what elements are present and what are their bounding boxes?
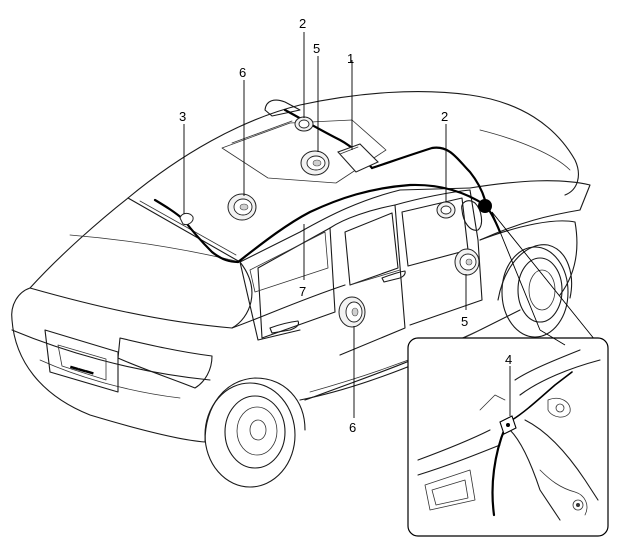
callout-4: 4: [505, 352, 512, 367]
rear-door-speaker: [338, 296, 366, 328]
callout-1: 1: [347, 51, 354, 66]
callout-5b: 5: [461, 314, 468, 329]
door-speaker-front: [454, 248, 480, 276]
leader-lines: [183, 32, 511, 418]
callout-labels: 1 2 2 3 4 5 5 6 6 7: [179, 16, 512, 435]
rear-speaker-top: [227, 193, 257, 221]
antenna-amp-module: [337, 143, 379, 173]
callout-6a: 6: [239, 65, 246, 80]
callout-6b: 6: [349, 420, 356, 435]
callout-7: 7: [299, 284, 306, 299]
callout-2b: 2: [441, 109, 448, 124]
callout-3: 3: [179, 109, 186, 124]
rear-glass-antenna-wire: [153, 183, 487, 264]
tweeter-speaker-front: [436, 201, 456, 219]
glass-antenna-terminal: [179, 212, 194, 225]
callout-2a: 2: [299, 16, 306, 31]
detail-inset: [407, 211, 609, 537]
car-outline: ▬▬▬: [11, 91, 591, 488]
tweeter-speaker-rear: [294, 116, 314, 132]
callout-5a: 5: [313, 41, 320, 56]
antenna-connector: [478, 199, 492, 213]
svg-text:▬▬▬: ▬▬▬: [69, 361, 95, 376]
door-speaker-rear-top: [300, 150, 330, 176]
